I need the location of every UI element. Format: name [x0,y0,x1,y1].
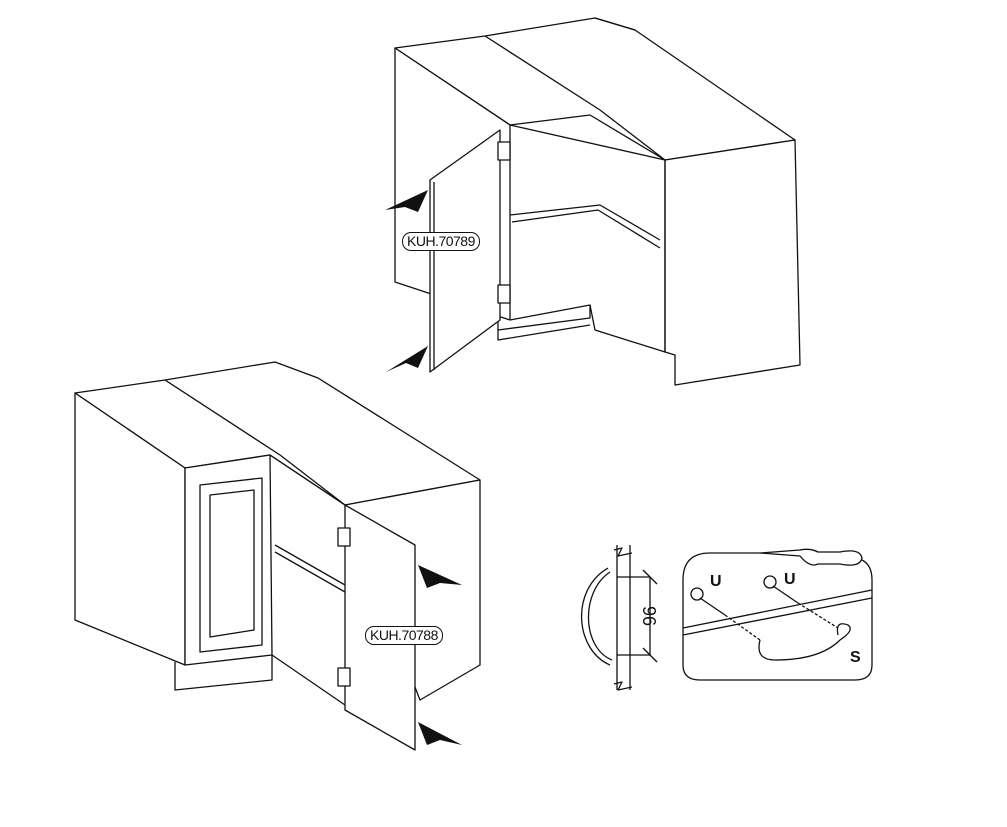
top-cabinet-door [429,129,501,373]
hinge-icon [337,667,351,687]
top-cabinet-worktop [394,17,796,161]
screw-icon [690,587,704,601]
hinge-icon [337,527,351,547]
handle-mounting-detail: U U S [682,548,873,681]
hinge-icon [497,284,511,304]
arrow-icon [418,565,462,588]
dimension-label: 96 [639,606,659,626]
screw-label: U [710,573,722,590]
screwdriver-icon [759,548,863,566]
arrow-icon [418,722,462,745]
top-corner-cabinet [385,17,801,386]
top-cabinet-right-side [664,139,801,386]
hinge-icon [497,141,511,161]
handle-icon [758,623,851,661]
handle-side-view: 96 [580,545,659,691]
arrow-icon [386,346,428,372]
screw-icon [763,575,777,589]
screw-label: U [784,571,796,588]
arrow-icon [385,190,428,212]
model-label-top: KUH.70789 [402,232,480,251]
model-label-bottom: KUH.70788 [365,626,443,645]
bottom-corner-cabinet [74,361,481,751]
handle-label: S [850,649,861,666]
